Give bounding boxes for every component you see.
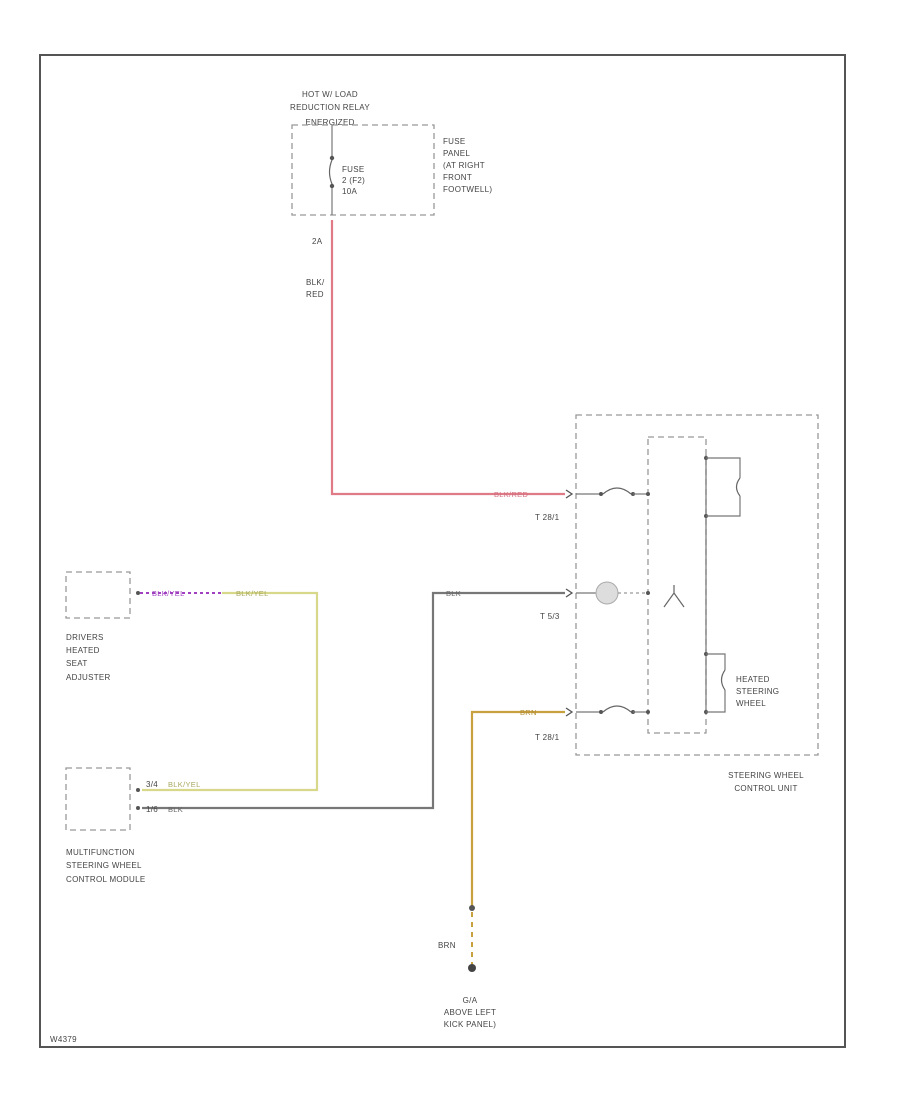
wire-brn-label: BRN xyxy=(520,708,537,717)
mfsw-wire-b-label: BLK xyxy=(168,805,183,814)
fuse-line1: FUSE xyxy=(342,165,365,174)
relay-title-line3: ENERGIZED xyxy=(305,118,354,127)
connector-arrow-bottom xyxy=(565,707,574,717)
drivers-seat-box xyxy=(65,571,131,619)
fuse-panel-line1: FUSE xyxy=(443,137,466,146)
drivers-seat-line1: DRIVERS xyxy=(66,633,104,642)
fuse-panel-line5: FOOTWELL) xyxy=(443,185,492,194)
diagram-frame xyxy=(39,54,846,1048)
fuse-symbol xyxy=(328,159,333,185)
wire-red-label-line2: RED xyxy=(306,290,324,299)
drivers-seat-wire2: BLK/YEL xyxy=(236,589,269,598)
internal-mid-node xyxy=(646,591,650,595)
ground-point xyxy=(468,964,476,972)
fuse-panel-line3: (AT RIGHT xyxy=(443,161,485,170)
internal-top-fuse xyxy=(602,487,632,495)
internal-top-node-c xyxy=(646,492,650,496)
mfsw-box xyxy=(65,767,131,831)
drivers-seat-wire1: BLK/YEL xyxy=(152,589,185,598)
ground-label-line1: G/A xyxy=(463,996,478,1005)
wire-red-connector-label: BLK/RED xyxy=(494,490,528,499)
heated-wheel-line1: HEATED xyxy=(736,675,770,684)
heater-2-lead-top xyxy=(706,653,726,670)
swcu-label-line1: STEERING WHEEL xyxy=(728,771,804,780)
connector-arrow-mid xyxy=(565,588,574,598)
mfsw-line1: MULTIFUNCTION xyxy=(66,848,135,857)
pin-2a-label: 2A xyxy=(312,237,323,246)
wire-blk xyxy=(142,591,565,810)
ground-splice xyxy=(469,905,475,911)
heated-wheel-line2: STEERING xyxy=(736,687,779,696)
swcu-box xyxy=(575,414,819,756)
drivers-seat-line2: HEATED xyxy=(66,646,100,655)
drivers-seat-pin xyxy=(136,591,140,595)
wire-red-connector: T 28/1 xyxy=(535,513,560,522)
mfsw-pin-a-label: 3/4 xyxy=(146,780,158,789)
wire-blk-connector: T 5/3 xyxy=(540,612,560,621)
swcu-label-line2: CONTROL UNIT xyxy=(734,784,797,793)
ground-wire-label: BRN xyxy=(438,941,456,950)
heater-1-lead-bottom xyxy=(706,496,741,517)
fuse-panel-line2: PANEL xyxy=(443,149,470,158)
figure-code: W4379 xyxy=(50,1035,77,1044)
ground-label-line2: ABOVE LEFT xyxy=(444,1008,496,1017)
heater-2-element xyxy=(720,669,726,691)
swcu-inner-box xyxy=(647,436,707,734)
fuse-panel-box xyxy=(291,124,435,216)
mfsw-pin-b xyxy=(136,806,140,810)
wire-brn xyxy=(470,710,565,906)
internal-bottom-node-c xyxy=(646,710,650,714)
wire-brn-connector: T 28/1 xyxy=(535,733,560,742)
relay-title-line1: HOT W/ LOAD xyxy=(302,90,358,99)
sensor-symbol xyxy=(595,581,619,605)
mfsw-pin-b-label: 1/6 xyxy=(146,805,158,814)
wire-red-label-line1: BLK/ xyxy=(306,278,325,287)
heater-2-lead-bottom xyxy=(706,690,726,713)
mfsw-line3: CONTROL MODULE xyxy=(66,875,145,884)
switch-symbol xyxy=(663,585,685,608)
fuse-line3: 10A xyxy=(342,187,357,196)
wire-blk-label: BLK xyxy=(446,589,461,598)
internal-top-node-a xyxy=(599,492,603,496)
connector-arrow-top xyxy=(565,489,574,499)
drivers-seat-line3: SEAT xyxy=(66,659,88,668)
internal-bottom-fuse xyxy=(602,705,632,713)
relay-title-line2: REDUCTION RELAY xyxy=(290,103,370,112)
heater-1-lead-top xyxy=(706,457,741,478)
fuse-panel-line4: FRONT xyxy=(443,173,472,182)
fuse-line2: 2 (F2) xyxy=(342,176,365,185)
mfsw-line2: STEERING WHEEL xyxy=(66,861,142,870)
heated-wheel-line3: WHEEL xyxy=(736,699,766,708)
drivers-seat-line4: ADJUSTER xyxy=(66,673,111,682)
ground-label-line3: KICK PANEL) xyxy=(444,1020,497,1029)
internal-bottom-node-a xyxy=(599,710,603,714)
heater-1-element xyxy=(735,477,741,497)
wire-blk-red xyxy=(330,220,565,496)
mfsw-pin-a xyxy=(136,788,140,792)
fuse-node-bottom xyxy=(329,183,335,189)
wire-blk-yel xyxy=(142,591,319,792)
fuse-node-top xyxy=(329,155,335,161)
mfsw-wire-a-label: BLK/YEL xyxy=(168,780,201,789)
